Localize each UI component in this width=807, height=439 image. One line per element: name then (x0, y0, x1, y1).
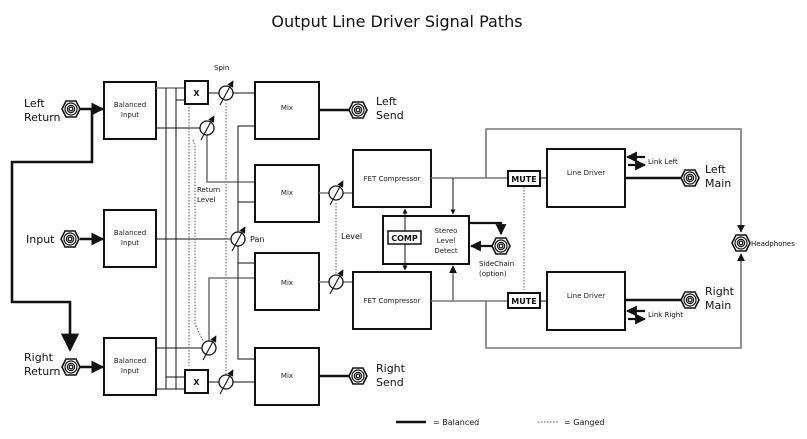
wire-return-loop (10, 109, 94, 352)
label-spin: Spin (214, 64, 229, 72)
svg-text:FET Compressor: FET Compressor (364, 297, 421, 305)
mute-right[interactable]: MUTE (507, 292, 541, 309)
mix-right-send: Mix (254, 347, 320, 406)
svg-text:Input: Input (121, 111, 139, 119)
label-link-right: Link Right (648, 311, 683, 319)
label-left-return-line1: Left (24, 97, 45, 110)
svg-text:Balanced: Balanced (114, 357, 146, 365)
balanced-input-left: Balanced Input (103, 81, 157, 140)
svg-text:Mix: Mix (281, 189, 293, 197)
label-return-level-line1: Return (197, 186, 220, 194)
mute-left[interactable]: MUTE (507, 170, 541, 187)
svg-text:MUTE: MUTE (511, 297, 536, 306)
label-right-return-line2: Return (24, 365, 61, 378)
mix-left-send: Mix (254, 81, 320, 140)
line-driver-right: Line Driver (546, 271, 626, 331)
spin-pot-top-icon[interactable] (219, 81, 233, 105)
crosspoint-top: X (184, 80, 209, 105)
fet-compressor-right: FET Compressor (352, 271, 432, 330)
level-pot-left-icon[interactable] (329, 181, 343, 205)
svg-text:Level: Level (437, 237, 456, 245)
label-sidechain-line2: (option) (479, 270, 507, 278)
label-link-left: Link Left (648, 158, 678, 166)
jack-right-send-icon[interactable] (348, 367, 368, 385)
label-right-main-line1: Right (705, 285, 735, 298)
stereo-level-detect: Stereo Level Detect (382, 215, 470, 265)
label-left-main-line1: Left (705, 163, 726, 176)
legend-ganged-label: = Ganged (564, 418, 605, 427)
fet-compressor-left: FET Compressor (352, 149, 432, 208)
svg-text:COMP: COMP (391, 234, 418, 243)
diagram-title: Output Line Driver Signal Paths (271, 12, 522, 31)
svg-text:Detect: Detect (434, 247, 458, 255)
svg-text:FET Compressor: FET Compressor (364, 175, 421, 183)
balanced-input-right: Balanced Input (103, 337, 157, 396)
mix-left-main: Mix (254, 164, 320, 223)
label-pan: Pan (250, 235, 264, 244)
line-driver-left: Line Driver (546, 148, 626, 208)
jack-left-main-icon[interactable] (680, 169, 700, 187)
label-level: Level (341, 232, 362, 241)
legend-balanced-label: = Balanced (433, 418, 479, 427)
crosspoint-bottom: X (184, 369, 209, 394)
label-right-main-line2: Main (705, 299, 731, 312)
svg-text:Mix: Mix (281, 372, 293, 380)
label-right-send-line2: Send (376, 376, 404, 389)
svg-text:MUTE: MUTE (511, 175, 536, 184)
label-left-send-line2: Send (376, 109, 404, 122)
level-pot-right-icon[interactable] (329, 270, 343, 294)
svg-text:X: X (193, 89, 200, 98)
svg-text:Balanced: Balanced (114, 229, 146, 237)
jack-right-main-icon[interactable] (680, 291, 700, 309)
balanced-input-center: Balanced Input (103, 209, 157, 268)
mix-right-main: Mix (254, 252, 320, 311)
label-sidechain-line1: SideChain (479, 260, 514, 268)
svg-text:Balanced: Balanced (114, 101, 146, 109)
label-left-send-line1: Left (376, 95, 397, 108)
jack-headphones-icon[interactable] (731, 234, 751, 252)
jack-input-icon[interactable] (60, 230, 80, 248)
label-return-level-line2: Level (197, 196, 216, 204)
svg-text:X: X (193, 378, 200, 387)
jack-right-return-icon[interactable] (61, 358, 81, 376)
label-input: Input (26, 233, 55, 246)
label-right-send-line1: Right (376, 362, 406, 375)
label-right-return-line1: Right (24, 351, 54, 364)
svg-text:Line Driver: Line Driver (567, 292, 605, 300)
jack-left-return-icon[interactable] (61, 100, 81, 118)
svg-text:Mix: Mix (281, 279, 293, 287)
jack-sidechain-icon[interactable] (491, 237, 511, 255)
comp-indicator: COMP (387, 230, 422, 245)
svg-text:Input: Input (121, 367, 139, 375)
jack-left-send-icon[interactable] (348, 101, 368, 119)
label-headphones: Headphones (751, 240, 795, 248)
svg-text:Stereo: Stereo (435, 227, 458, 235)
label-left-main-line2: Main (705, 177, 731, 190)
label-left-return-line2: Return (24, 111, 61, 124)
svg-text:Mix: Mix (281, 104, 293, 112)
svg-text:Input: Input (121, 239, 139, 247)
svg-text:Line Driver: Line Driver (567, 169, 605, 177)
